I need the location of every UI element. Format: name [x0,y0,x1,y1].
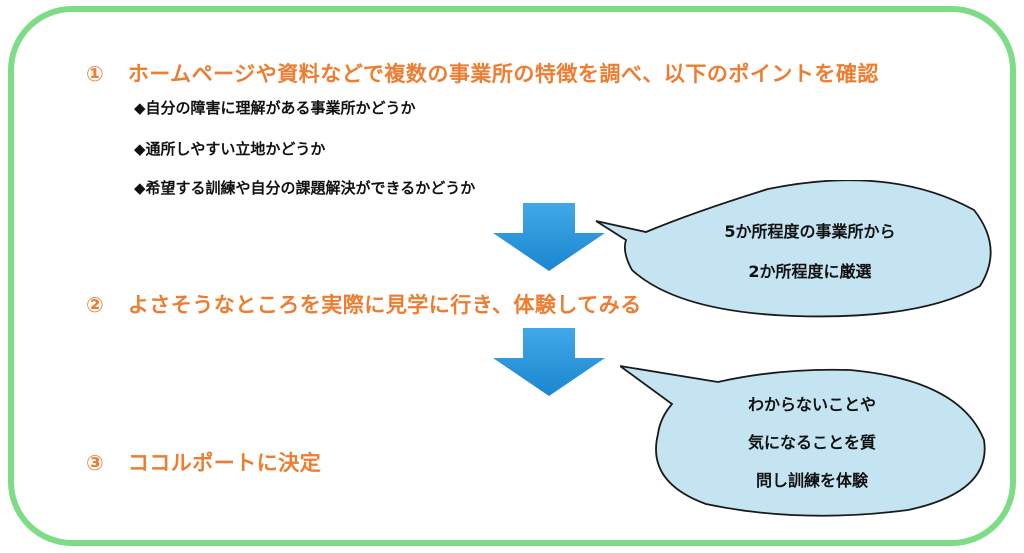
down-arrow-icon [493,328,605,396]
step-1-text: ホームページや資料などで複数の事業所の特徴を調べ、以下のポイントを確認 [127,62,879,86]
bubble-1-line-2: 2か所程度に厳選 [748,262,872,281]
step-3-number: ③ [86,451,105,475]
bullet-training: ◆希望する訓練や自分の課題解決ができるかどうか [134,179,476,197]
bullet-location: ◆通所しやすい立地かどうか [134,140,326,158]
bubble-1-line-1: 5か所程度の事業所から [724,222,896,241]
bubble-2-text: わからないことや 気になることを質 問し訓練を体験 [662,386,962,500]
step-2-text: よさそうなところを実際に見学に行き、体験してみる [127,293,642,317]
speech-bubble-2 [620,365,986,517]
step-3-text: ココルポートに決定 [127,451,322,475]
bubble-2-line-2: 気になることを質 [747,433,876,452]
speech-bubble-1 [595,180,992,318]
bubble-1-text: 5か所程度の事業所から 2か所程度に厳選 [655,212,965,292]
bullet-understanding: ◆自分の障害に理解がある事業所かどうか [134,99,416,117]
step-3: ③ ココルポートに決定 [86,447,321,477]
step-2: ② よさそうなところを実際に見学に行き、体験してみる [86,289,642,319]
down-arrow-icon [493,203,605,271]
bubble-2-line-3: 問し訓練を体験 [755,471,868,490]
bubble-2-line-1: わからないことや [747,395,876,414]
step-1-number: ① [86,62,105,86]
step-1: ① ホームページや資料などで複数の事業所の特徴を調べ、以下のポイントを確認 [86,58,879,88]
step-2-number: ② [86,293,105,317]
